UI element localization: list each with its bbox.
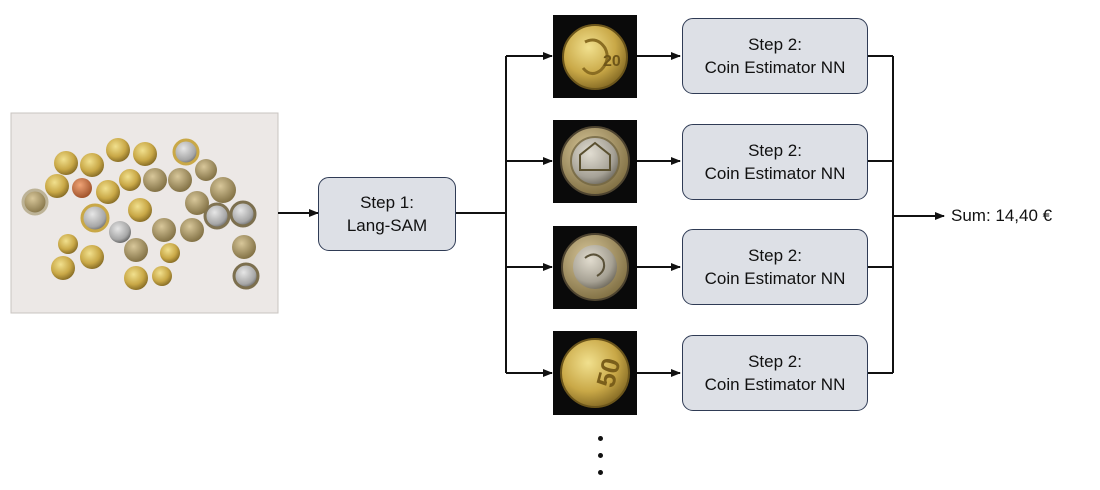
step2-title: Step 2: xyxy=(748,35,802,54)
coin-pile-icon xyxy=(21,138,260,290)
step2-name: Coin Estimator NN xyxy=(704,58,846,77)
coin-crop-4: 50 xyxy=(553,331,637,415)
step1-lang-sam-box: Step 1: Lang-SAM xyxy=(318,177,456,251)
coin-estimator-box-3: Step 2: Coin Estimator NN xyxy=(682,229,868,305)
coin-crop-3 xyxy=(553,226,637,309)
coin-crop-1: 20 xyxy=(553,15,637,98)
ellipsis-dot xyxy=(598,470,603,475)
step2-name: Coin Estimator NN xyxy=(704,375,846,394)
svg-text:20: 20 xyxy=(603,53,621,70)
1-euro-coin-icon xyxy=(561,233,629,301)
ellipsis-dot xyxy=(598,436,603,441)
input-coin-photo xyxy=(10,112,279,314)
50-cent-coin-icon: 50 xyxy=(560,338,630,408)
step2-title: Step 2: xyxy=(748,246,802,265)
20-cent-coin-icon: 20 xyxy=(562,24,628,90)
sum-result-label: Sum: 14,40 € xyxy=(951,206,1053,225)
step2-name: Coin Estimator NN xyxy=(704,164,846,183)
step1-name: Lang-SAM xyxy=(346,216,428,235)
coin-estimator-box-1: Step 2: Coin Estimator NN xyxy=(682,18,868,94)
coin-estimator-box-2: Step 2: Coin Estimator NN xyxy=(682,124,868,200)
coin-estimator-box-4: Step 2: Coin Estimator NN xyxy=(682,335,868,411)
coin-crop-2 xyxy=(553,120,637,203)
step1-title: Step 1: xyxy=(360,193,414,212)
connector-lines xyxy=(278,52,945,377)
ellipsis-dot xyxy=(598,453,603,458)
step2-title: Step 2: xyxy=(748,141,802,160)
bimetal-coin-icon xyxy=(560,126,630,196)
step2-title: Step 2: xyxy=(748,352,802,371)
step2-name: Coin Estimator NN xyxy=(704,269,846,288)
